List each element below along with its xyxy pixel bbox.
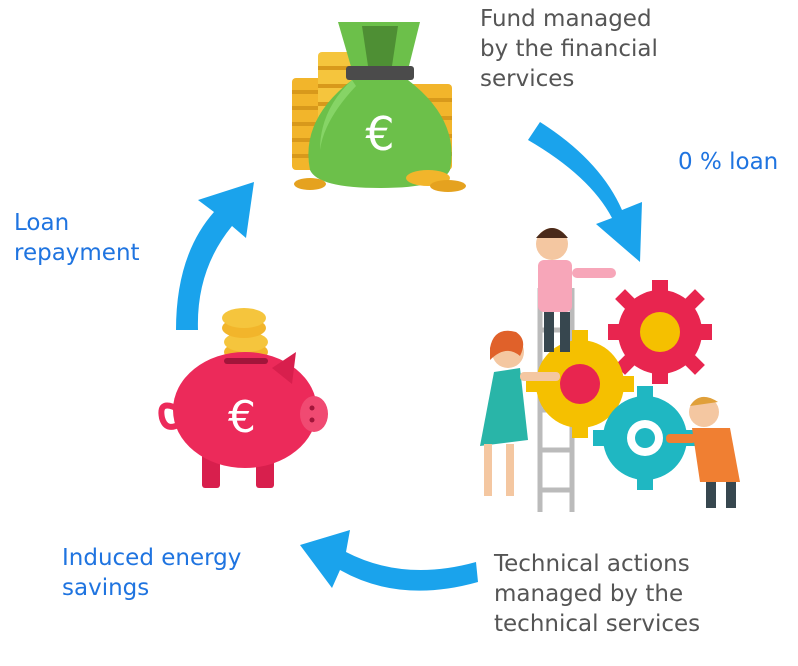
money-bag-icon: € <box>292 22 466 192</box>
label-energy-savings: Induced energy savings <box>62 545 242 601</box>
arrow-repayment-icon <box>176 182 254 330</box>
arrow-loan-icon <box>528 122 642 262</box>
worker-icon <box>666 396 740 508</box>
piggy-bank-icon: € <box>158 308 328 488</box>
coin-stack-icon <box>222 308 268 362</box>
label-fund-managed: Fund managed by the financial services <box>480 6 658 92</box>
euro-symbol: € <box>365 107 394 161</box>
gears-icon <box>526 280 712 512</box>
arrow-savings-icon <box>300 530 478 591</box>
label-zero-loan: 0 % loan <box>678 149 779 175</box>
euro-symbol: € <box>228 392 256 443</box>
worker-icon <box>480 330 560 496</box>
worker-icon <box>536 228 616 352</box>
label-technical-actions: Technical actions managed by the technic… <box>494 551 701 637</box>
label-loan-repayment: Loan repayment <box>14 210 140 266</box>
